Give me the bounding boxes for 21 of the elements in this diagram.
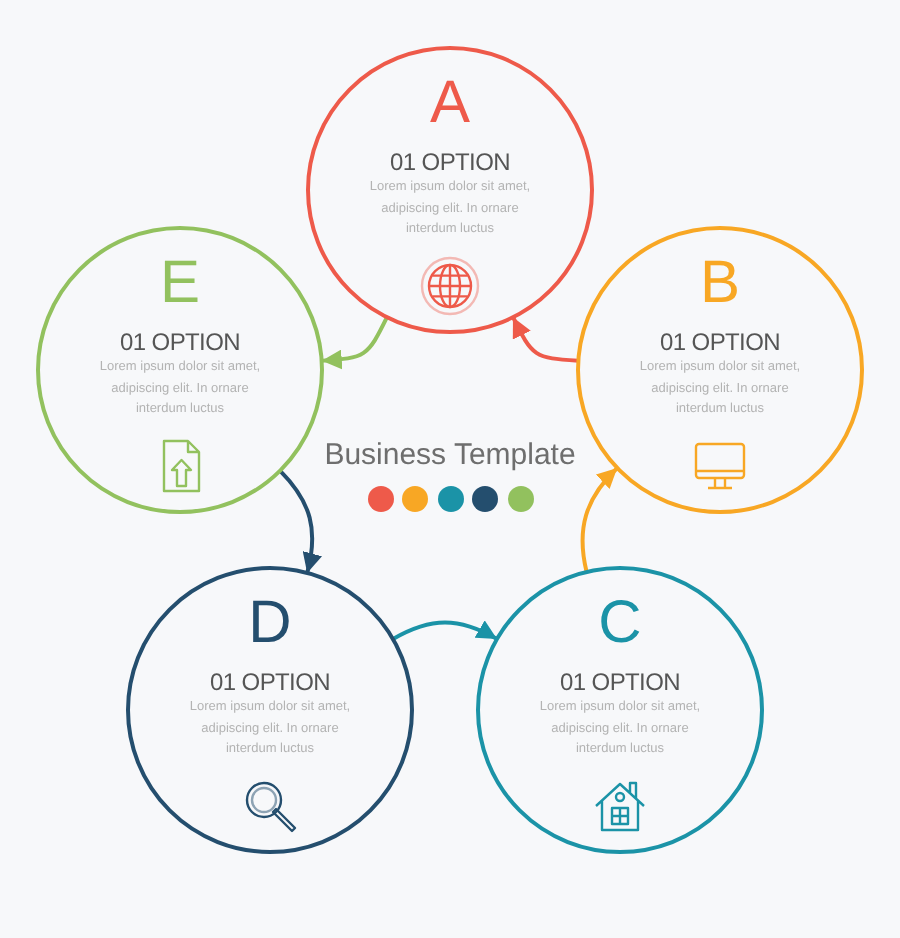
option-letter: E (160, 252, 200, 316)
option-circle (126, 566, 414, 854)
option-circle (306, 46, 594, 334)
arrow (392, 620, 498, 641)
option-letter: D (248, 592, 292, 656)
option-letter: A (430, 72, 470, 136)
option-heading: 01 OPTION (560, 668, 680, 696)
option-circle (36, 226, 324, 514)
diagram-title: Business Template (324, 438, 576, 474)
arrow (580, 466, 619, 573)
option-circle (576, 226, 864, 514)
option-letter: B (700, 252, 740, 316)
option-circle (476, 566, 764, 854)
arrow (278, 469, 322, 574)
option-heading: 01 OPTION (120, 328, 240, 356)
option-heading: 01 OPTION (390, 148, 510, 176)
option-heading: 01 OPTION (660, 328, 780, 356)
arrow (511, 316, 579, 363)
option-heading: 01 OPTION (210, 668, 330, 696)
option-letter: C (598, 592, 642, 656)
arrow (321, 316, 389, 370)
